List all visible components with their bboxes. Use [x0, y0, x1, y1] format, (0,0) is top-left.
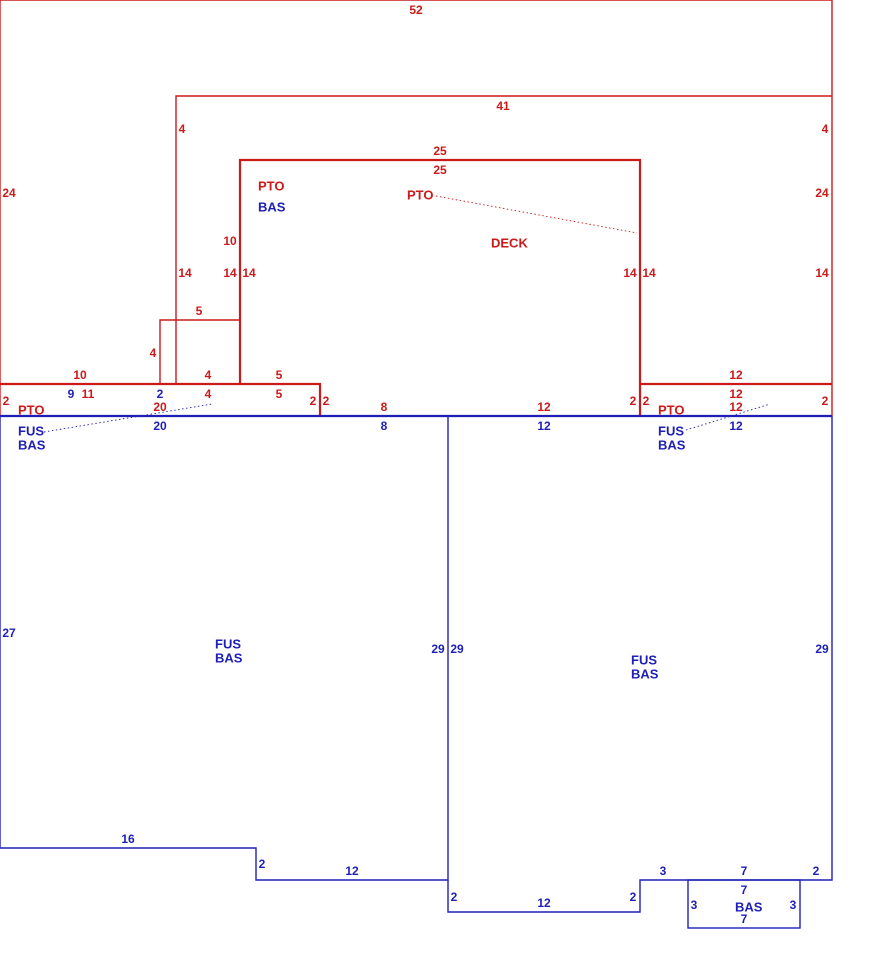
lower-level-outlines [0, 403, 833, 929]
dimension-label: 4 [205, 387, 212, 401]
dimension-label: 4 [150, 346, 157, 360]
dimension-label: 24 [2, 186, 16, 200]
dimension-label: 10 [73, 368, 87, 382]
dimension-label: 16 [121, 832, 135, 846]
dimension-label: 14 [242, 266, 256, 280]
dimension-label: 10 [223, 234, 237, 248]
dimension-label: 2 [822, 394, 829, 408]
dimension-label: 2 [813, 864, 820, 878]
dimension-label: 3 [691, 898, 698, 912]
dimension-label: 14 [815, 266, 829, 280]
dimension-label: 4 [205, 368, 212, 382]
dimension-label: 5 [276, 387, 283, 401]
area-label: FUS [18, 423, 44, 438]
pto-leader-line [435, 195, 638, 234]
dimension-label: 12 [345, 864, 359, 878]
area-label: PTO [258, 178, 285, 193]
dimension-label: 8 [381, 400, 388, 414]
dimension-label: 12 [729, 419, 743, 433]
dimension-label: 2 [3, 394, 10, 408]
dimension-label: 20 [153, 400, 167, 414]
dimension-label: 27 [2, 626, 16, 640]
dimension-label: 12 [537, 896, 551, 910]
area-labels: PTO BAS PTO DECK PTO FUS BAS PTO FUS BAS… [18, 178, 763, 914]
upper-level-outlines [0, 0, 833, 416]
area-label: PTO [407, 187, 434, 202]
dimension-label: 8 [381, 419, 388, 433]
right-fus-outline [447, 416, 833, 913]
bas-bump-outline [687, 879, 801, 929]
dimension-label: 11 [82, 387, 95, 401]
dimension-label: 12 [537, 400, 551, 414]
dimension-label: 14 [642, 266, 656, 280]
area-label: BAS [18, 437, 46, 452]
dimension-label: 20 [153, 419, 167, 433]
area-label: BAS [735, 899, 763, 914]
area-label: FUS [215, 636, 241, 651]
dimension-label: 4 [179, 122, 186, 136]
dimension-label: 2 [451, 890, 458, 904]
dimension-label: 2 [643, 394, 650, 408]
dimension-label: 2 [630, 394, 637, 408]
dimension-label: 12 [729, 400, 743, 414]
left-pto-strip [0, 382, 322, 416]
dimension-label: 2 [157, 387, 164, 401]
dimension-label: 7 [741, 912, 748, 926]
dimension-label: 3 [660, 864, 667, 878]
small-step-outline [159, 319, 240, 384]
dimension-label: 52 [409, 3, 423, 17]
dimension-label: 25 [433, 163, 447, 177]
dimension-label: 5 [196, 304, 203, 318]
dimension-label: 14 [623, 266, 637, 280]
dimension-label: 2 [323, 394, 330, 408]
area-label: FUS [658, 423, 684, 438]
deck-outline [238, 158, 642, 416]
area-label: BAS [258, 199, 286, 214]
dimension-label: 7 [741, 864, 748, 878]
dimension-label: 29 [450, 642, 464, 656]
fus-leader-right [685, 403, 771, 431]
dimension-label: 14 [178, 266, 192, 280]
dimension-label: 29 [815, 642, 829, 656]
dimension-label: 29 [431, 642, 445, 656]
dimension-label: 2 [630, 890, 637, 904]
area-label: DECK [491, 235, 528, 250]
dimension-label: 12 [729, 387, 743, 401]
dimension-label: 24 [815, 186, 829, 200]
dimension-label: 5 [276, 368, 283, 382]
dimension-label: 41 [496, 99, 510, 113]
dimension-label: 2 [259, 857, 266, 871]
fus-leader-left [43, 403, 213, 433]
dimension-label: 2 [310, 394, 317, 408]
dimension-label: 25 [433, 144, 447, 158]
dimension-label: 7 [741, 883, 748, 897]
dimension-label: 14 [223, 266, 237, 280]
dimension-label: 12 [537, 419, 551, 433]
area-label: BAS [631, 666, 659, 681]
pto-41-outline [175, 95, 832, 384]
area-label: PTO [658, 402, 685, 417]
area-label: BAS [658, 437, 686, 452]
outer-pto-outline [0, 0, 833, 416]
dimension-labels: 52 41 4 4 24 24 25 25 10 14 14 14 14 14 … [2, 3, 829, 926]
dimension-label: 12 [729, 368, 743, 382]
area-label: PTO [18, 402, 45, 417]
dimension-label: 3 [790, 898, 797, 912]
dimension-label: 4 [822, 122, 829, 136]
left-fus-outline [0, 416, 449, 881]
dimension-label: 9 [68, 387, 75, 401]
area-label: BAS [215, 650, 243, 665]
area-label: FUS [631, 652, 657, 667]
